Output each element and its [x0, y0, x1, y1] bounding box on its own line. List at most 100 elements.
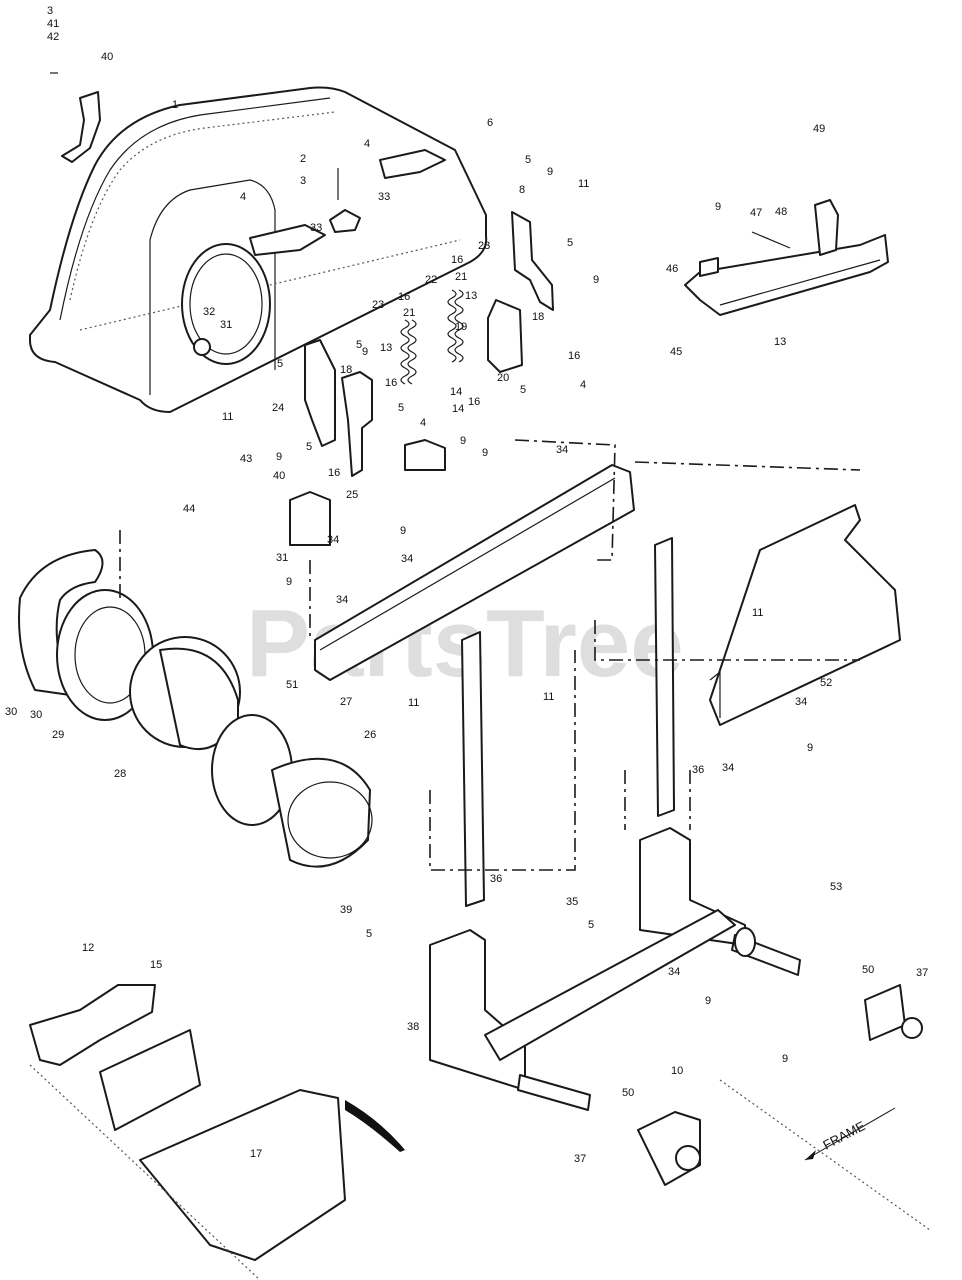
callout-label: 51: [286, 679, 298, 691]
callout-label: 9: [593, 274, 599, 286]
callout-label: 34: [336, 594, 348, 606]
callout-label: 35: [566, 896, 578, 908]
callout-label: 37: [574, 1153, 586, 1165]
callout-label: 1: [172, 99, 178, 111]
callout-label: 48: [775, 206, 787, 218]
callout-label: 10: [671, 1065, 683, 1077]
callout-label: 18: [340, 364, 352, 376]
springs: [400, 289, 464, 385]
latch-top: [50, 72, 101, 163]
callout-label: 28: [114, 768, 126, 780]
callout-label: 33: [310, 222, 322, 234]
callout-label: 4: [364, 138, 370, 150]
callout-label: 2: [300, 153, 306, 165]
callout-label: 34: [327, 534, 339, 546]
callout-label: 24: [272, 402, 284, 414]
callout-label: 16: [398, 291, 410, 303]
callout-label: 41: [47, 18, 59, 30]
callout-label: 23: [478, 240, 490, 252]
callout-label: 9: [276, 451, 282, 463]
side-brackets: [304, 211, 554, 477]
callout-label: 20: [497, 372, 509, 384]
callout-label: 5: [525, 154, 531, 166]
callout-label: 5: [366, 928, 372, 940]
callout-label: 25: [346, 489, 358, 501]
lower-support-frame: [429, 827, 801, 1111]
callout-label: 49: [813, 123, 825, 135]
callout-label: 5: [277, 358, 283, 370]
callout-label: 13: [465, 290, 477, 302]
callout-label: 43: [240, 453, 252, 465]
callout-label: 5: [306, 441, 312, 453]
callout-label: 26: [364, 729, 376, 741]
callout-label: 11: [752, 607, 763, 619]
callout-label: 18: [532, 311, 544, 323]
callout-label: 34: [795, 696, 807, 708]
callout-label: 16: [468, 396, 480, 408]
bottom-left-brackets: [29, 984, 405, 1261]
callout-label: 9: [460, 435, 466, 447]
callout-label: 38: [407, 1021, 419, 1033]
callout-label: 21: [455, 271, 467, 283]
callout-label: 33: [378, 191, 390, 203]
bearing-brackets: [637, 984, 923, 1186]
callout-label: 34: [401, 553, 413, 565]
callout-label: 11: [578, 178, 589, 190]
frame-beam: [289, 439, 635, 681]
callout-label: 8: [519, 184, 525, 196]
assembly-lines: [29, 439, 931, 1280]
callout-label: 5: [588, 919, 594, 931]
callout-label: 30: [5, 706, 17, 718]
callout-label: 31: [276, 552, 288, 564]
blower-housing: [29, 86, 488, 413]
callout-label: 44: [183, 503, 195, 515]
side-shroud: [709, 504, 901, 726]
callout-label: 6: [487, 117, 493, 129]
callout-label: 11: [543, 691, 554, 703]
callout-label: 9: [286, 576, 292, 588]
callout-label: 9: [400, 525, 406, 537]
callout-label: 36: [490, 873, 502, 885]
callout-label: 46: [666, 263, 678, 275]
callout-label: 4: [580, 379, 586, 391]
callout-label: 13: [380, 342, 392, 354]
callout-label: 11: [408, 697, 419, 709]
callout-label: 50: [622, 1087, 634, 1099]
callout-label: 11: [222, 411, 233, 423]
callout-label: 5: [567, 237, 573, 249]
callout-label: 5: [356, 339, 362, 351]
callout-label: 13: [774, 336, 786, 348]
callout-label: 34: [722, 762, 734, 774]
rail-assembly: [684, 199, 889, 316]
callout-label: 14: [452, 403, 464, 415]
callout-label: 5: [520, 384, 526, 396]
callout-label: 39: [340, 904, 352, 916]
callout-label: 9: [705, 995, 711, 1007]
callout-label: 3: [300, 175, 306, 187]
callout-label: 9: [547, 166, 553, 178]
callout-label: 19: [455, 321, 467, 333]
callout-label: 16: [451, 254, 463, 266]
callout-label: 53: [830, 881, 842, 893]
callout-label: 29: [52, 729, 64, 741]
callout-label: 36: [692, 764, 704, 776]
callout-label: 16: [568, 350, 580, 362]
callout-label: 22: [425, 274, 437, 286]
callout-label: 9: [482, 447, 488, 459]
discharge-chute-parts: [18, 549, 373, 868]
callout-label: 34: [556, 444, 568, 456]
callout-label: 9: [362, 346, 368, 358]
callout-label: 16: [328, 467, 340, 479]
callout-label: 27: [340, 696, 352, 708]
callout-label: 31: [220, 319, 232, 331]
callout-label: 30: [30, 709, 42, 721]
callout-label: 34: [668, 966, 680, 978]
frame-direction-arrow: FRAME: [804, 1107, 896, 1161]
callout-label: 9: [782, 1053, 788, 1065]
callout-label: 40: [101, 51, 113, 63]
callout-label: 12: [82, 942, 94, 954]
callout-label: 16: [385, 377, 397, 389]
callout-label: 21: [403, 307, 415, 319]
callout-label: 47: [750, 207, 762, 219]
